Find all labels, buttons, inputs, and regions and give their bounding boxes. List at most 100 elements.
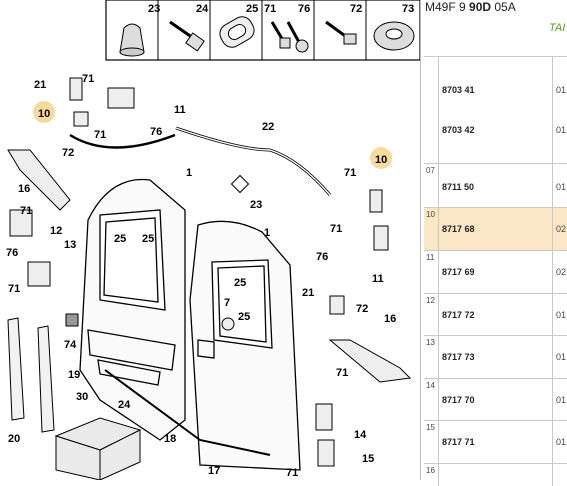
part-qty: 01 (556, 395, 567, 405)
part-qty: 02 (556, 267, 567, 277)
catalog-code: M49F 9 90D 05A (425, 0, 516, 14)
detail-callout-curve (69, 133, 176, 149)
part-qty: 01 (556, 182, 567, 192)
label-1b: 1 (264, 227, 270, 239)
label-76c: 76 (316, 251, 328, 263)
part-74 (65, 313, 79, 327)
label-12: 12 (50, 225, 62, 237)
table-row[interactable]: 11 8717 69 02 (424, 251, 567, 294)
label-25b: 25 (142, 233, 154, 245)
label-23: 23 (148, 3, 160, 15)
label-24: 24 (196, 3, 209, 15)
label-14: 14 (354, 429, 367, 441)
part-ref: 8703 41 (442, 85, 475, 95)
left-door-panel (79, 178, 186, 441)
label-20: 20 (8, 433, 20, 445)
part-ref: 8703 42 (442, 125, 475, 135)
label-15: 15 (362, 453, 374, 465)
part-qty: 01 (556, 125, 567, 135)
part-ref: 8717 72 (442, 310, 475, 320)
label-71b: 71 (94, 129, 106, 141)
label-73: 73 (402, 3, 414, 15)
table-row[interactable]: 13 8717 73 01 (424, 336, 567, 379)
label-71: 71 (264, 3, 276, 15)
table-row[interactable]: 07 8711 50 01 (424, 164, 567, 208)
table-row[interactable]: 14 8717 70 01 (424, 379, 567, 421)
pin-icon (169, 20, 205, 52)
exploded-parts-diagram: 23 24 25 71 76 72 73 (6, 0, 420, 480)
part-qty: 01 (556, 437, 567, 447)
label-71a: 71 (82, 73, 94, 85)
grommet-icon (219, 16, 255, 48)
label-22: 22 (262, 121, 274, 133)
table-row[interactable]: 16 (424, 464, 567, 486)
label-10a: 10 (38, 108, 50, 120)
label-21a: 21 (34, 79, 46, 91)
part-ref: 8711 50 (442, 182, 475, 192)
label-17: 17 (208, 465, 220, 477)
part-qty: 02 (556, 224, 567, 234)
label-30: 30 (76, 391, 88, 403)
parts-table: 8703 41 01 8703 42 01 07 8711 50 01 10 8… (424, 56, 567, 486)
label-16a: 16 (18, 183, 30, 195)
part-ref: 8717 68 (442, 224, 475, 234)
roof-seal (175, 126, 332, 196)
hinge-assembly-top-left (69, 77, 135, 127)
part-qty: 01 (556, 352, 567, 362)
hinge-assembly-right (369, 189, 389, 251)
part-ref: 8717 70 (442, 395, 475, 405)
check-strap-right (328, 295, 412, 383)
label-71d: 71 (8, 283, 20, 295)
screw-icon (270, 21, 291, 49)
clip-kit-box (54, 417, 142, 480)
highlight-10-left (33, 101, 55, 123)
label-25a: 25 (114, 233, 126, 245)
fastener-icon-strip: 23 24 25 71 76 72 73 (105, 0, 420, 61)
part-qty: 01 (556, 85, 567, 95)
label-25d: 25 (238, 311, 250, 323)
lower-seal (104, 369, 271, 456)
label-74: 74 (64, 339, 77, 351)
plug-icon (119, 23, 145, 57)
right-door-panel (189, 220, 301, 471)
part-7 (221, 317, 235, 331)
label-76: 76 (298, 3, 310, 15)
washer-icon (373, 21, 415, 51)
label-71h: 71 (286, 467, 298, 479)
label-24: 24 (118, 399, 131, 411)
label-76a: 76 (150, 126, 162, 138)
part-qty: 01 (556, 310, 567, 320)
label-11b: 11 (372, 273, 384, 285)
label-72: 72 (350, 3, 362, 15)
pillar-trims (7, 317, 55, 433)
table-row[interactable]: 15 8717 71 01 (424, 421, 567, 464)
label-71g: 71 (336, 367, 348, 379)
label-71c: 71 (20, 205, 32, 217)
table-row-selected[interactable]: 10 8717 68 02 (424, 208, 567, 251)
label-76b: 76 (6, 247, 18, 259)
bolt-icon (286, 21, 309, 53)
panel-subtitle: TAI (549, 22, 566, 34)
label-21b: 21 (302, 287, 314, 299)
label-19: 19 (68, 369, 80, 381)
label-25: 25 (246, 3, 258, 15)
label-11a: 11 (174, 104, 186, 116)
part-ref: 8717 69 (442, 267, 475, 277)
label-71f: 71 (330, 223, 342, 235)
label-18: 18 (164, 433, 176, 445)
part-23 (230, 174, 250, 194)
label-1a: 1 (186, 167, 192, 179)
table-row[interactable]: 12 8717 72 01 (424, 294, 567, 336)
label-71e: 71 (344, 167, 356, 179)
part-ref: 8717 71 (442, 437, 475, 447)
label-72b: 72 (356, 303, 368, 315)
stud-icon (325, 20, 357, 45)
label-16b: 16 (384, 313, 396, 325)
hinge-assembly-bottom-right (315, 403, 335, 467)
label-25c: 25 (234, 277, 246, 289)
label-72a: 72 (62, 147, 74, 159)
label-7: 7 (224, 297, 230, 309)
label-13: 13 (64, 239, 76, 251)
table-row[interactable]: 8703 41 01 8703 42 01 (424, 57, 567, 164)
highlight-10-right (370, 147, 392, 169)
